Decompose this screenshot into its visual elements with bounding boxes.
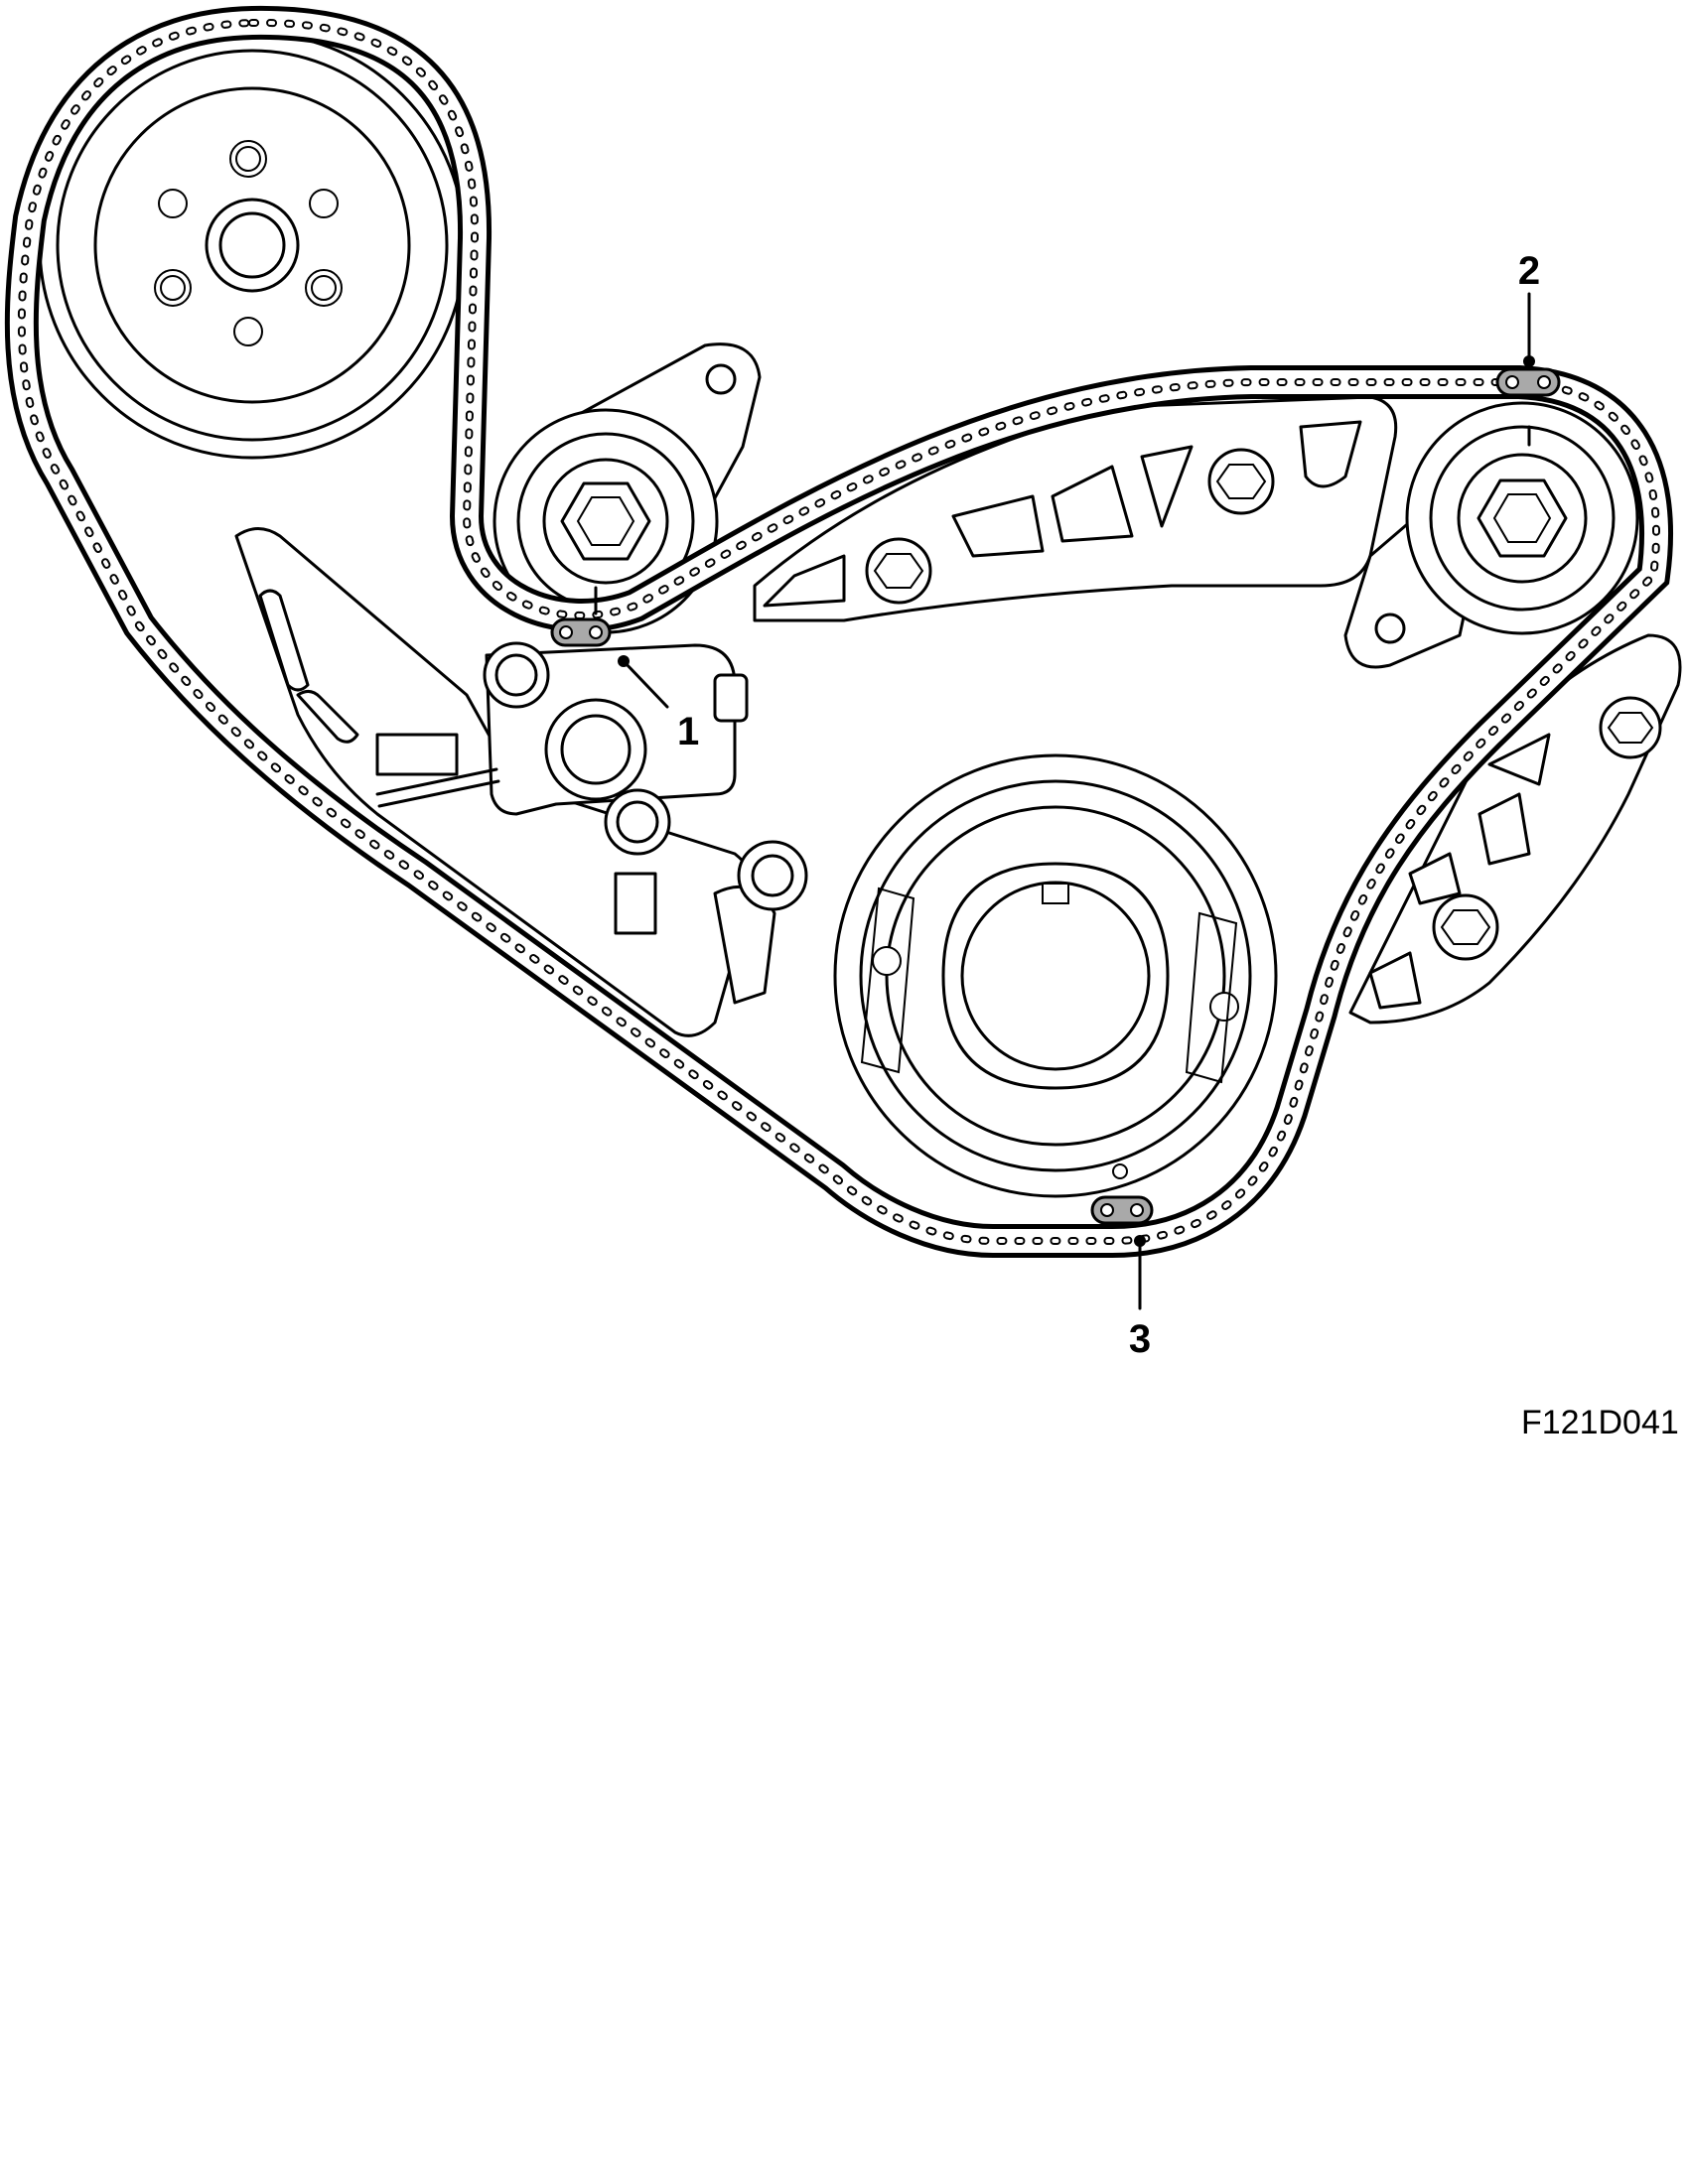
timing-chain xyxy=(4,5,1673,1258)
marked-link-crankshaft xyxy=(1090,1195,1154,1225)
sprocket-timing-marks xyxy=(594,425,1531,615)
callout-1: 1 xyxy=(618,655,699,753)
marked-chain-links xyxy=(550,367,1561,1225)
timing-chain-diagram: 1 2 3 xyxy=(4,5,1682,1361)
callout-2-label: 2 xyxy=(1518,249,1540,293)
intake-camshaft-sprocket xyxy=(492,408,719,634)
crankshaft-sprocket xyxy=(833,753,1278,1198)
large-sprocket xyxy=(38,31,467,460)
hydraulic-tensioner xyxy=(375,641,749,856)
exhaust-camshaft-sprocket xyxy=(1405,401,1639,635)
callout-3: 3 xyxy=(1129,1235,1151,1361)
guide-bolt-middle xyxy=(737,840,808,911)
callout-1-label: 1 xyxy=(677,710,699,753)
callout-2: 2 xyxy=(1518,249,1540,367)
marked-link-tensioner xyxy=(550,617,612,647)
figure-code: F121D041 xyxy=(1521,1404,1679,1441)
right-chain-guide xyxy=(1348,633,1682,1024)
marked-link-exhaust-cam xyxy=(1495,367,1561,397)
upper-chain-guide xyxy=(753,395,1398,622)
callout-3-label: 3 xyxy=(1129,1317,1151,1361)
